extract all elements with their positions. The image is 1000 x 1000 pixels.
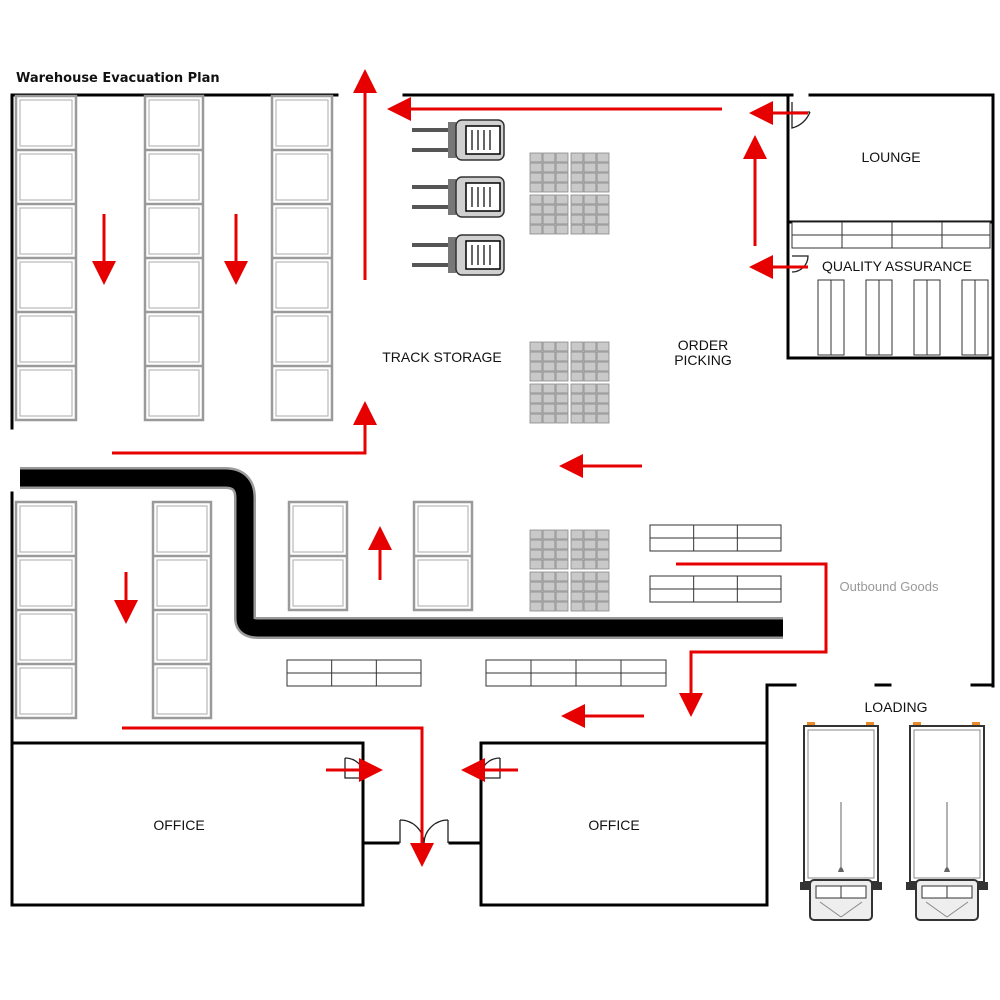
outbound-goods-label: Outbound Goods <box>839 579 939 594</box>
walls <box>10 93 995 907</box>
door-icon <box>791 255 809 273</box>
shelf-unit <box>649 524 782 552</box>
pallet-stack <box>529 529 610 612</box>
shelf-unit <box>485 659 667 687</box>
order-picking-label-line2: PICKING <box>674 352 732 368</box>
rack <box>143 94 205 422</box>
quality-assurance-label: QUALITY ASSURANCE <box>822 258 972 274</box>
truck-icon <box>906 722 988 921</box>
forklift-icon <box>412 119 505 161</box>
order-picking-label-line1: ORDER <box>678 337 729 353</box>
pallet-stack <box>529 341 610 424</box>
lounge-label: LOUNGE <box>861 149 920 165</box>
rack <box>287 500 349 612</box>
rack <box>151 500 213 720</box>
pallet-stack <box>529 152 610 235</box>
office-left-label: OFFICE <box>153 817 204 833</box>
arrow-icon <box>122 726 434 867</box>
rack <box>270 94 334 422</box>
arrow-icon <box>112 401 377 455</box>
pallet-stacks <box>529 152 610 612</box>
forklift-icon <box>412 176 505 218</box>
door-icon <box>399 819 449 844</box>
door-icon <box>479 757 501 779</box>
truck-icon <box>800 722 882 921</box>
office-right-label: OFFICE <box>588 817 639 833</box>
track-storage-label: TRACK STORAGE <box>382 349 502 365</box>
loading-label: LOADING <box>864 699 927 715</box>
forklift-icon <box>412 234 505 276</box>
shelf-unit <box>649 575 782 603</box>
door-icon <box>791 102 811 129</box>
storage-racks <box>14 94 474 720</box>
rack <box>412 500 474 612</box>
conveyor-belt <box>20 467 783 639</box>
picking-shelves <box>286 524 782 687</box>
rack <box>14 94 78 422</box>
arrow-icon <box>676 562 828 717</box>
qa-benches <box>791 221 991 356</box>
rack <box>14 500 78 720</box>
evacuation-routes <box>92 69 828 867</box>
plan-title: Warehouse Evacuation Plan <box>16 71 220 86</box>
shelf-unit <box>286 659 422 687</box>
